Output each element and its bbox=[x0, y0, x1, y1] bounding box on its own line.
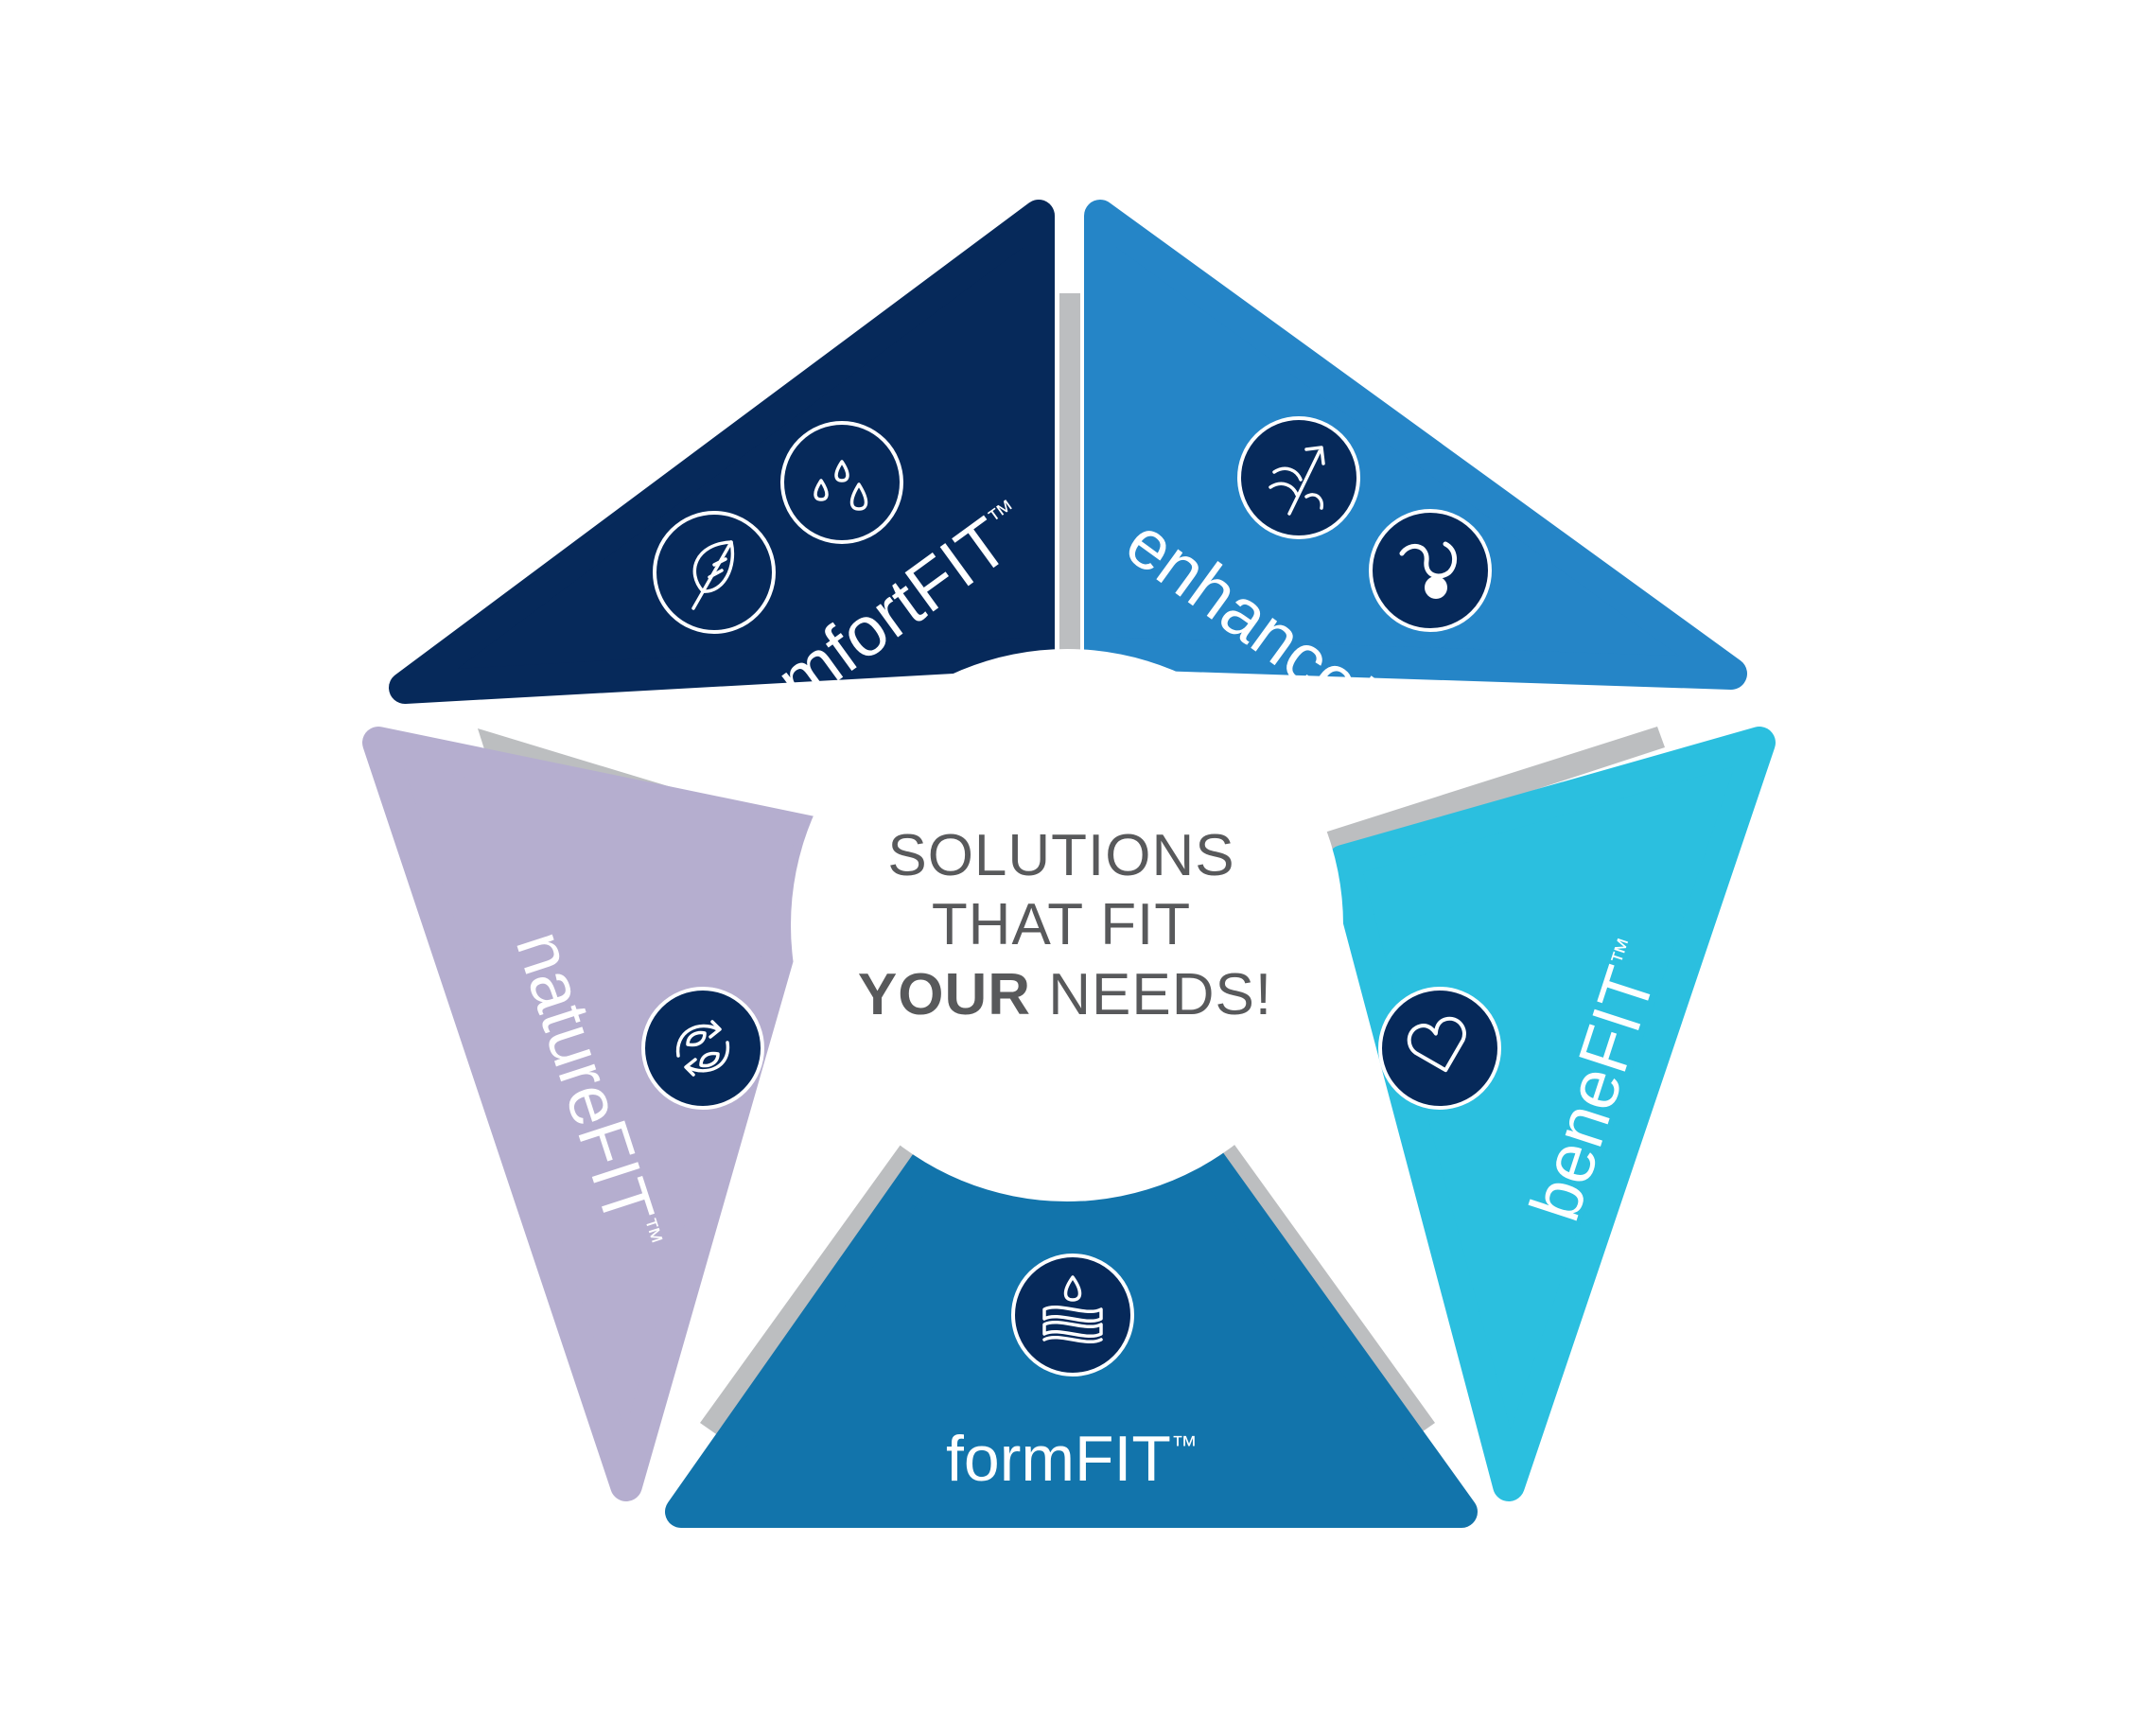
label-formfit: formFIT™ bbox=[946, 1423, 1198, 1495]
recycle-leaves-icon bbox=[641, 987, 764, 1110]
label-formfit-tm: ™ bbox=[1171, 1430, 1198, 1460]
segment-formfit[interactable] bbox=[665, 947, 1478, 1528]
connector-lower-left bbox=[700, 1145, 919, 1436]
feather-icon bbox=[653, 511, 776, 634]
segment-comfortfit[interactable] bbox=[389, 200, 1055, 704]
connector-right bbox=[1324, 727, 1665, 856]
growth-arrow-icon bbox=[1237, 416, 1360, 539]
layered-drop-icon bbox=[1011, 1254, 1134, 1377]
segment-naturefit[interactable] bbox=[362, 727, 830, 1501]
water-drops-icon bbox=[780, 421, 903, 544]
segment-enhancefit[interactable] bbox=[1084, 200, 1747, 690]
center-line-3: YOUR NEEDS! bbox=[858, 962, 1272, 1027]
center-line-2: THAT FIT bbox=[932, 892, 1191, 957]
label-formfit-name: formFIT bbox=[946, 1423, 1171, 1495]
center-line-3-rest: NEEDS! bbox=[1031, 962, 1272, 1027]
center-line-3-bold: YOUR bbox=[858, 962, 1031, 1027]
connector-lower-right bbox=[1216, 1145, 1435, 1436]
heart-icon bbox=[1378, 987, 1501, 1110]
connector-top bbox=[1059, 293, 1080, 653]
swirl-dot-icon bbox=[1369, 509, 1492, 632]
segment-benefit[interactable] bbox=[1327, 727, 1776, 1501]
center-line-1: SOLUTIONS bbox=[887, 823, 1234, 888]
center-circle bbox=[791, 649, 1343, 1201]
